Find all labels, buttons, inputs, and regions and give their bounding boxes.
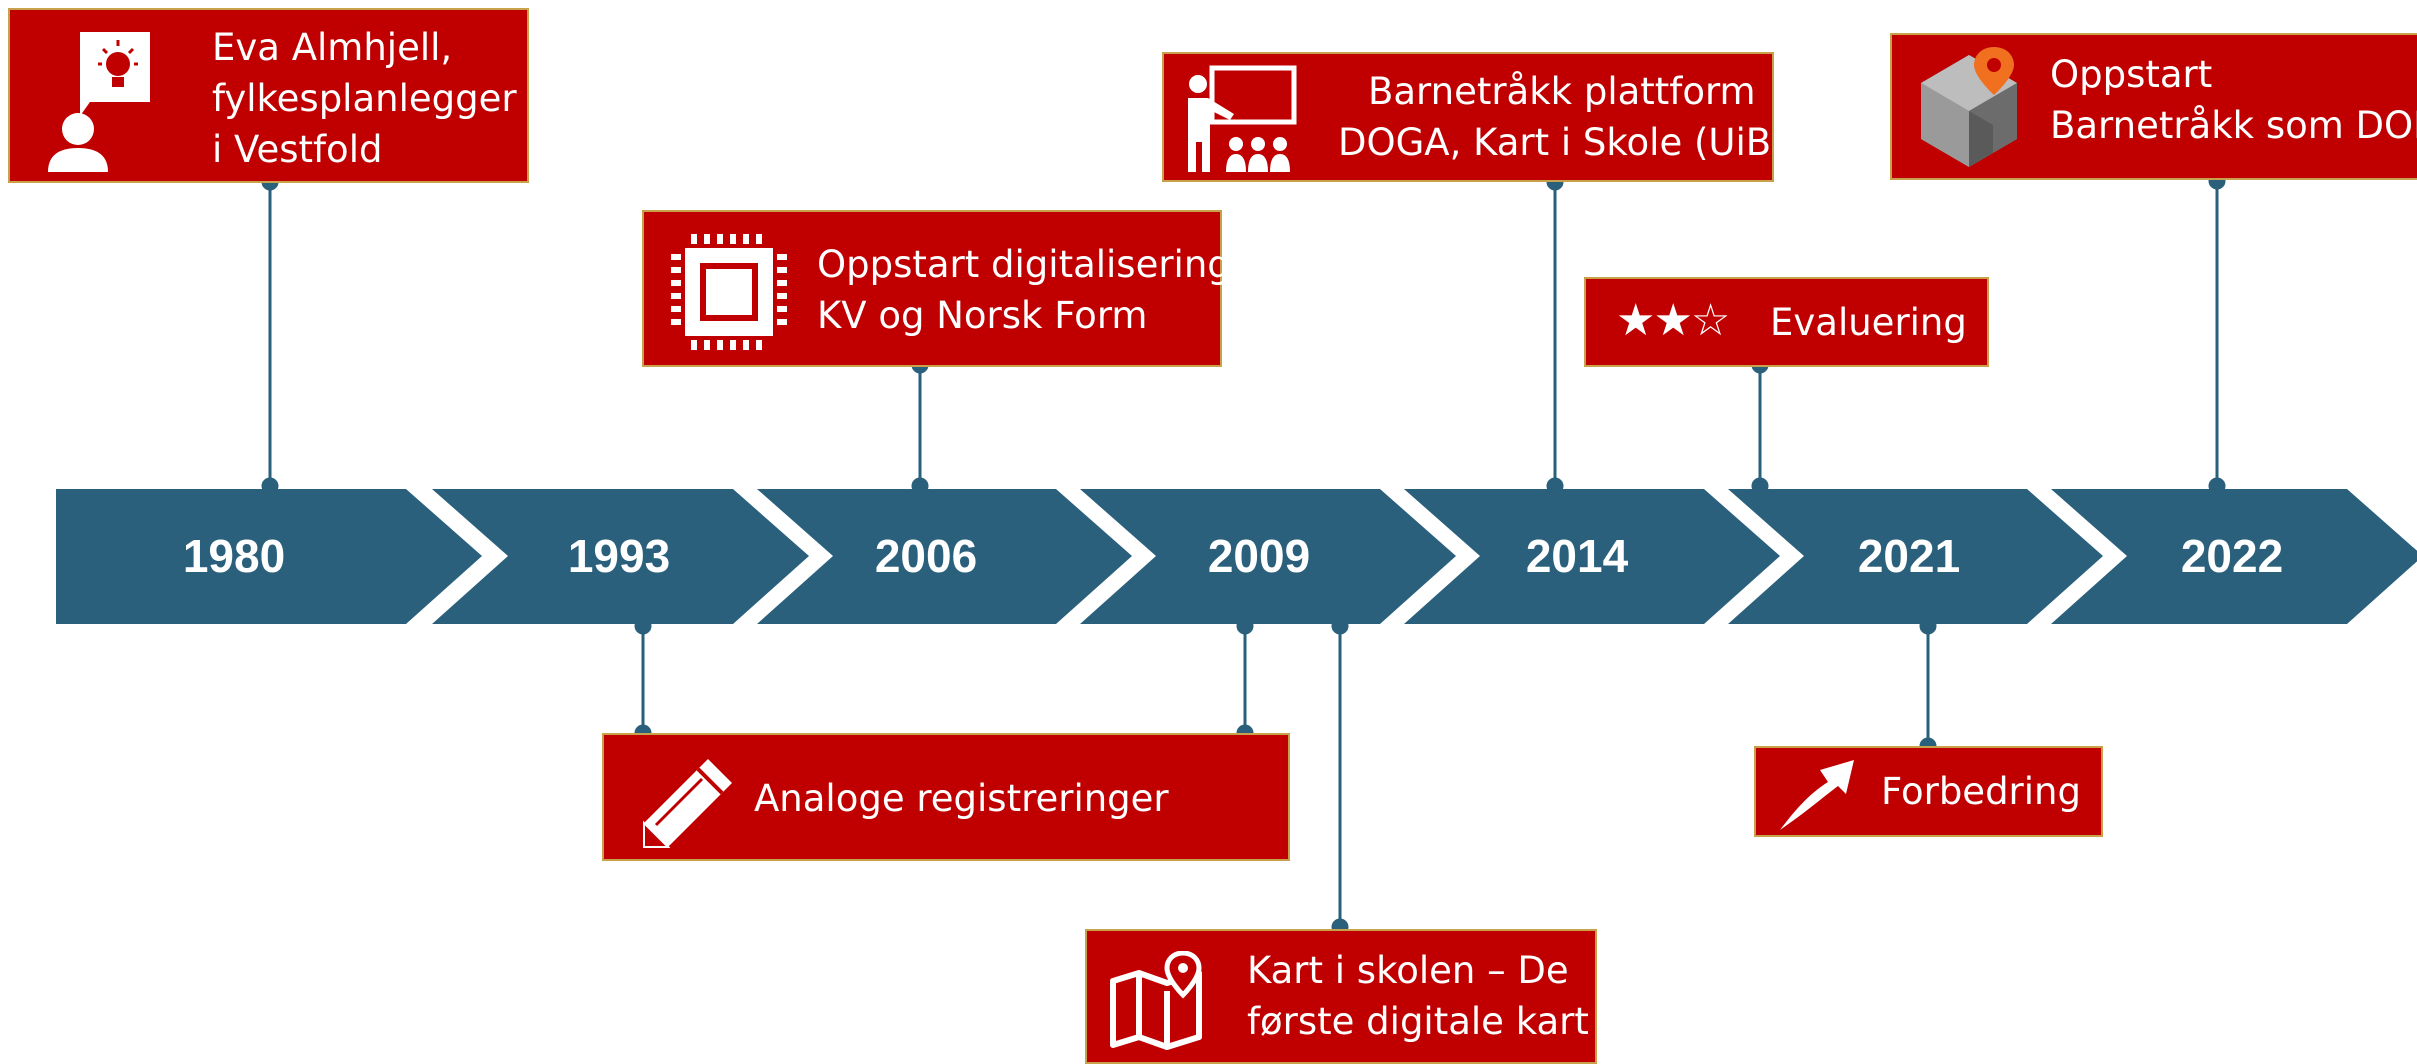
timeline-arrows — [56, 489, 2417, 624]
event-analoge: Analoge registreringer — [602, 733, 1290, 861]
plattform-line-1: Barnetråkk plattform — [1368, 70, 1756, 113]
eva-line-2: fylkesplanlegger — [212, 77, 517, 120]
year-2009: 2009 — [1207, 530, 1311, 582]
arrow-2014 — [1404, 489, 1780, 624]
arrow-2021 — [1728, 489, 2103, 624]
digitalisering-line-2: KV og Norsk Form — [817, 294, 1148, 337]
eva-line-3: i Vestfold — [212, 128, 383, 171]
arrow-1993 — [432, 489, 809, 624]
year-2006: 2006 — [874, 530, 978, 582]
kart-line-1: Kart i skolen – De — [1247, 949, 1569, 992]
event-kart: Kart i skolen – De første digitale kart — [1085, 929, 1597, 1064]
event-dok: Oppstart Barnetråkk som DOK — [1890, 33, 2417, 180]
year-2022: 2022 — [2180, 530, 2284, 582]
arrow-2006 — [757, 489, 1132, 624]
year-1993: 1993 — [567, 530, 671, 582]
analoge-label: Analoge registreringer — [754, 777, 1169, 820]
plattform-line-2: DOGA, Kart i Skole (UiB) — [1338, 121, 1786, 164]
arrow-1980 — [56, 489, 482, 624]
event-plattform: Barnetråkk plattform DOGA, Kart i Skole … — [1162, 52, 1786, 182]
event-eva: Eva Almhjell, fylkesplanlegger i Vestfol… — [8, 8, 529, 183]
arrow-up-right-icon — [1776, 756, 1856, 837]
digitalisering-line-1: Oppstart digitalisering — [817, 243, 1231, 286]
event-forbedring: Forbedring — [1754, 746, 2103, 837]
year-2014: 2014 — [1525, 530, 1629, 582]
arrow-2009 — [1080, 489, 1456, 624]
arrow-2022 — [2051, 489, 2417, 624]
kart-line-2: første digitale kart — [1247, 1000, 1589, 1043]
year-1980: 1980 — [182, 530, 286, 582]
pencil-icon — [638, 753, 738, 858]
eva-line-1: Eva Almhjell, — [212, 26, 453, 69]
dok-line-1: Oppstart — [2050, 53, 2213, 96]
year-2021: 2021 — [1857, 530, 1961, 582]
presentation-icon — [1184, 64, 1299, 179]
dok-logo-icon — [1914, 43, 2024, 178]
rating-stars-icon: ★★☆ — [1616, 295, 1730, 346]
map-pin-icon — [1107, 950, 1207, 1056]
event-digitalisering: Oppstart digitalisering KV og Norsk Form — [642, 210, 1231, 367]
chip-icon — [669, 232, 789, 357]
person-idea-icon — [40, 32, 150, 177]
dok-line-2: Barnetråkk som DOK — [2050, 104, 2417, 147]
event-evaluering: ★★☆ Evaluering — [1584, 277, 1989, 367]
evaluering-label: Evaluering — [1770, 301, 1967, 344]
forbedring-label: Forbedring — [1881, 770, 2081, 813]
